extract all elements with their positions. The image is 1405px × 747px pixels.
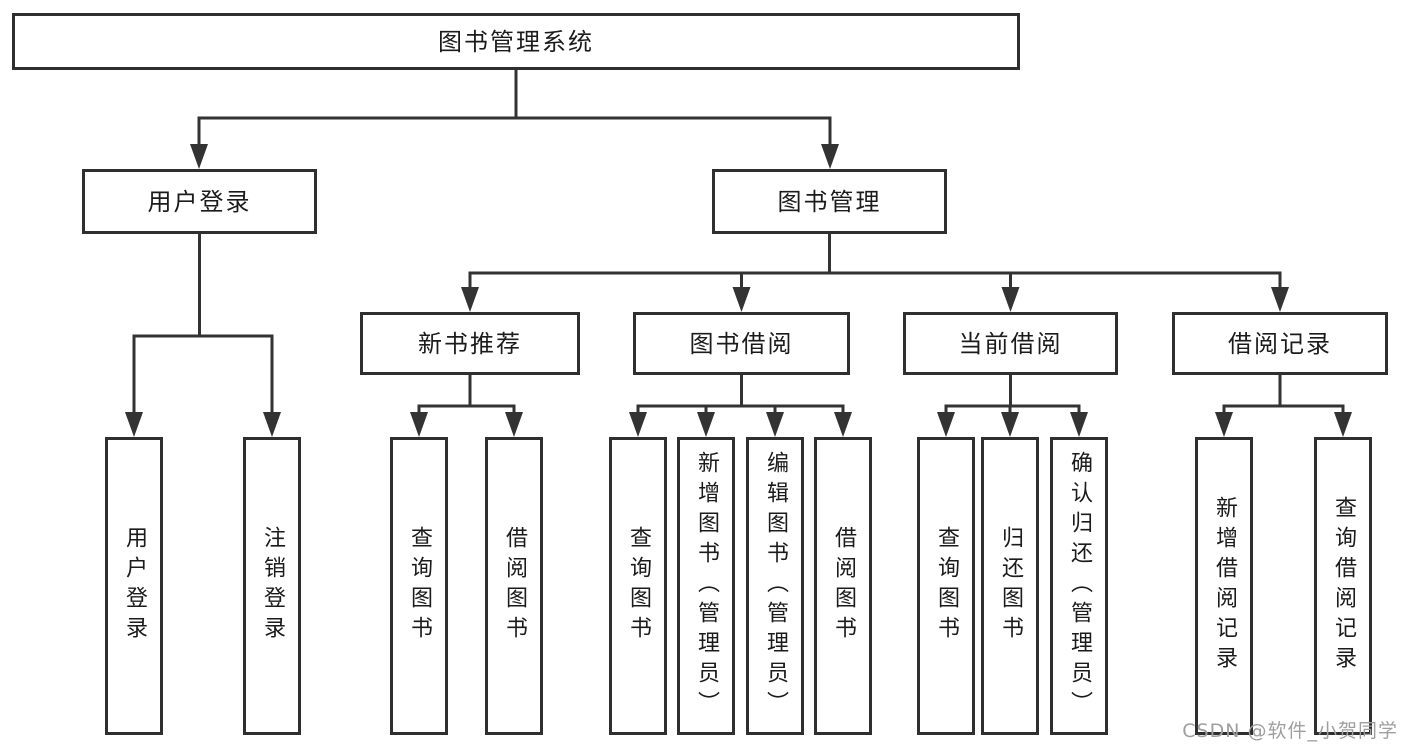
leaf-add-borrow-record: 新增借阅记录 (1195, 437, 1253, 735)
leaf-edit-books-admin: 编辑图书（管理员） (746, 437, 804, 735)
node-new-book-recommend: 新书推荐 (360, 312, 580, 375)
node-user-login-branch: 用户登录 (82, 169, 317, 234)
leaf-confirm-return-admin: 确认归还（管理员） (1050, 437, 1108, 735)
leaf-borrow-books-recommend: 借阅图书 (485, 437, 543, 735)
node-book-management-branch: 图书管理 (712, 169, 947, 234)
node-borrowing-records: 借阅记录 (1172, 312, 1388, 375)
leaf-user-login: 用户登录 (105, 437, 163, 735)
leaf-query-borrow-record: 查询借阅记录 (1314, 437, 1372, 735)
leaf-query-books-current: 查询图书 (917, 437, 975, 735)
leaf-add-books-admin: 新增图书（管理员） (677, 437, 735, 735)
leaf-borrow-books: 借阅图书 (814, 437, 872, 735)
leaf-query-books-borrowing: 查询图书 (609, 437, 667, 735)
leaf-query-books-recommend: 查询图书 (390, 437, 448, 735)
watermark: CSDN @软件_小贺同学 (1182, 720, 1398, 742)
node-book-borrowing: 图书借阅 (633, 312, 850, 375)
leaf-logout: 注销登录 (243, 437, 301, 735)
node-library-management-system: 图书管理系统 (12, 13, 1020, 70)
leaf-return-books: 归还图书 (981, 437, 1039, 735)
node-current-borrowing: 当前借阅 (903, 312, 1118, 375)
